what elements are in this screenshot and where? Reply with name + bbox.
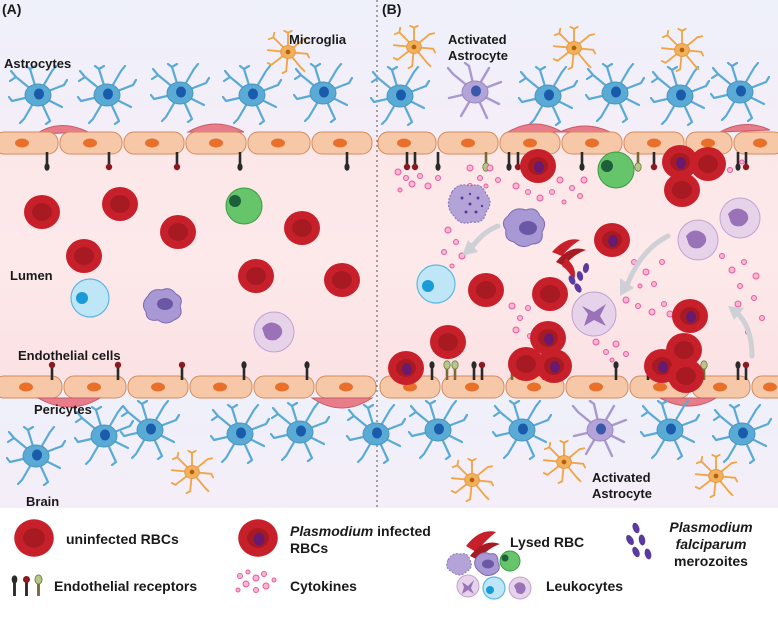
leukocyte-green-b bbox=[597, 151, 635, 189]
rbc-icon bbox=[468, 273, 504, 307]
legend-infected-italic: Plasmodium bbox=[290, 523, 374, 539]
microglia-label: Microglia bbox=[289, 32, 347, 47]
rbc-icon bbox=[238, 259, 274, 293]
lumen-label: Lumen bbox=[10, 268, 53, 283]
leukocyte-purple bbox=[253, 311, 295, 353]
legend-lysed-label: Lysed RBC bbox=[510, 534, 585, 550]
arrow-heads bbox=[462, 240, 744, 320]
legend-infected-rbc-icon bbox=[238, 519, 278, 557]
lysed-rbc-cluster bbox=[552, 239, 590, 293]
legend-cytokines-icon bbox=[235, 569, 277, 593]
rbc-icon bbox=[430, 325, 466, 359]
leukocyte-macrophage-b bbox=[502, 208, 546, 248]
lumen-background bbox=[0, 138, 778, 380]
legend-uninfected-label: uninfected RBCs bbox=[66, 531, 179, 547]
leukocyte-blue bbox=[70, 278, 110, 318]
activated-astrocyte-bottom-label-2: Astrocyte bbox=[592, 486, 652, 501]
astrocytes-label: Astrocytes bbox=[4, 56, 72, 71]
lumen-cells-a bbox=[24, 187, 360, 353]
rbc-icon bbox=[532, 277, 568, 311]
infected-rbc-icon bbox=[536, 349, 572, 383]
infected-rbc-icon bbox=[594, 223, 630, 257]
leukocyte-macrophage bbox=[142, 288, 182, 324]
rbc-icon bbox=[324, 263, 360, 297]
endothelial-cells-label: Endothelial cells bbox=[18, 348, 121, 363]
rbc-icon bbox=[690, 147, 726, 181]
rbc-icon bbox=[160, 215, 196, 249]
legend-leukocytes-icon bbox=[446, 550, 532, 600]
rbc-icon bbox=[668, 359, 704, 393]
infected-rbc-icon bbox=[672, 299, 708, 333]
legend-infected-rest: infected bbox=[373, 523, 431, 539]
legend-leukocytes-label: Leukocytes bbox=[546, 578, 624, 594]
endothelium-bottom bbox=[0, 375, 778, 399]
legend-merozoites-line2: falciparum bbox=[675, 536, 747, 552]
activated-astrocyte-top-label-2: Astrocyte bbox=[448, 48, 508, 63]
panel-a-label: (A) bbox=[2, 1, 22, 17]
rbc-icon bbox=[66, 239, 102, 273]
infected-rbc-icon bbox=[388, 351, 424, 385]
activated-astrocyte-top-label-1: Activated bbox=[448, 32, 507, 47]
leukocyte-purple-b3 bbox=[571, 291, 617, 337]
infected-rbc-icon bbox=[520, 149, 556, 183]
rbc-icon bbox=[284, 211, 320, 245]
legend-merozoites-line3: merozoites bbox=[674, 553, 748, 569]
activated-astrocyte-bottom-label-1: Activated bbox=[592, 470, 651, 485]
leukocyte-green bbox=[225, 187, 263, 225]
legend-infected-line2: RBCs bbox=[290, 540, 329, 556]
legend-merozoites-icon bbox=[626, 522, 652, 560]
leukocyte-blue-b bbox=[416, 264, 456, 304]
legend-merozoites-line1: Plasmodium bbox=[669, 519, 753, 535]
legend-receptors-icon bbox=[11, 574, 43, 596]
panel-b-label: (B) bbox=[382, 1, 402, 17]
legend-uninfected-rbc-icon bbox=[14, 519, 54, 557]
rbc-icon bbox=[24, 195, 60, 229]
leukocyte-purple-b1 bbox=[677, 219, 719, 261]
brain-bottom-background bbox=[0, 380, 778, 508]
leukocyte-purple-b2 bbox=[719, 197, 761, 239]
legend-receptors-label: Endothelial receptors bbox=[54, 578, 198, 594]
lumen-cells-b bbox=[388, 145, 765, 393]
legend-cytokines-label: Cytokines bbox=[290, 578, 357, 594]
debris-cell bbox=[447, 184, 491, 224]
endothelium-top bbox=[0, 131, 778, 155]
pericytes-label: Pericytes bbox=[34, 402, 92, 417]
rbc-icon bbox=[102, 187, 138, 221]
rbc-icon bbox=[664, 173, 700, 207]
brain-label: Brain bbox=[26, 494, 60, 509]
legend-graphics bbox=[11, 519, 652, 600]
